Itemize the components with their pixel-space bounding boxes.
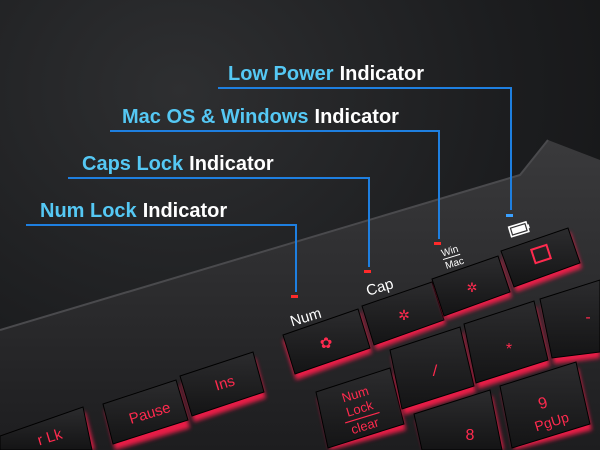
key-label: r Lk bbox=[35, 426, 64, 450]
key-num-function: ✿ bbox=[282, 308, 372, 380]
svg-text:✲: ✲ bbox=[467, 280, 478, 295]
callout-suffix: Indicator bbox=[189, 153, 274, 175]
num-lock-led bbox=[291, 295, 298, 298]
callout-highlight: Caps Lock bbox=[82, 153, 184, 175]
key-nine-pgup: 9 PgUp bbox=[499, 361, 592, 450]
low-power-led bbox=[506, 214, 513, 217]
os-indicator-led bbox=[434, 242, 441, 245]
keyboard-edge bbox=[0, 139, 549, 331]
callout-highlight: Mac OS & Windows bbox=[122, 106, 309, 128]
callout-suffix: Indicator bbox=[314, 106, 399, 128]
key-cap-function: ✲ bbox=[361, 281, 446, 350]
key-eight: 8 bbox=[413, 389, 504, 450]
callout-lines bbox=[26, 87, 512, 292]
key-brightness-function: ✲ bbox=[431, 255, 512, 320]
key-slash: / bbox=[389, 326, 476, 415]
key-label: * bbox=[506, 341, 512, 358]
key-label: 8 bbox=[466, 427, 475, 444]
key-label: - bbox=[585, 309, 590, 326]
callout-line-low-power bbox=[218, 87, 512, 210]
indicator-label-mac: Mac bbox=[444, 256, 465, 272]
callout-highlight: Num Lock bbox=[40, 200, 137, 222]
svg-text:✿: ✿ bbox=[320, 335, 333, 352]
key-scroll-lock: r Lk bbox=[0, 406, 95, 450]
battery-icon bbox=[507, 220, 530, 238]
caps-lock-led bbox=[364, 270, 371, 273]
keys: ✿ ✲ ✲ Pause bbox=[0, 227, 600, 450]
key-num-lock: Num Lock clear bbox=[315, 367, 406, 450]
callout-highlight: Low Power bbox=[228, 63, 334, 85]
key-label: Ins bbox=[213, 372, 237, 394]
key-label: / bbox=[433, 363, 438, 380]
callout-line-caps bbox=[68, 177, 370, 267]
key-ins: Ins bbox=[179, 351, 266, 422]
callout-suffix: Indicator bbox=[142, 200, 228, 222]
key-asterisk: * bbox=[463, 300, 550, 389]
key-calculator-function bbox=[500, 227, 582, 292]
callout-line-num bbox=[26, 224, 297, 292]
key-minus: - bbox=[539, 279, 600, 364]
callout-line-os bbox=[110, 130, 440, 239]
svg-text:✲: ✲ bbox=[398, 307, 410, 323]
callout-suffix: Indicator bbox=[339, 63, 425, 85]
key-pause: Pause bbox=[102, 379, 190, 450]
